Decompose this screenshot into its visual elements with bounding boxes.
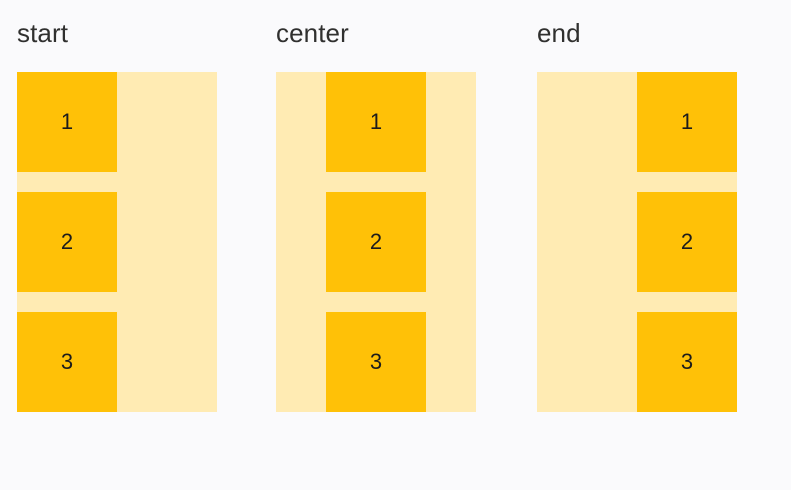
group-label-center: center (276, 18, 349, 48)
flex-item: 2 (326, 192, 426, 292)
group-label-start: start (17, 18, 69, 48)
flex-item-label: 2 (60, 229, 74, 254)
flex-container-end: 1 2 3 (537, 72, 737, 412)
flex-item: 2 (637, 192, 737, 292)
flex-item-label: 1 (369, 109, 383, 134)
flex-item-label: 1 (680, 109, 694, 134)
flex-item: 1 (637, 72, 737, 172)
flex-item: 2 (17, 192, 117, 292)
flex-item: 1 (17, 72, 117, 172)
flex-item: 3 (326, 312, 426, 412)
flex-item-label: 3 (60, 349, 74, 374)
flex-item: 3 (637, 312, 737, 412)
flex-container-center: 1 2 3 (276, 72, 476, 412)
flex-item-label: 3 (680, 349, 694, 374)
flex-item-label: 3 (369, 349, 383, 374)
flex-item: 1 (326, 72, 426, 172)
group-label-end: end (537, 18, 581, 48)
flex-item: 3 (17, 312, 117, 412)
flex-container-start: 1 2 3 (17, 72, 217, 412)
flex-item-label: 1 (60, 109, 74, 134)
flex-item-label: 2 (680, 229, 694, 254)
flex-item-label: 2 (369, 229, 383, 254)
